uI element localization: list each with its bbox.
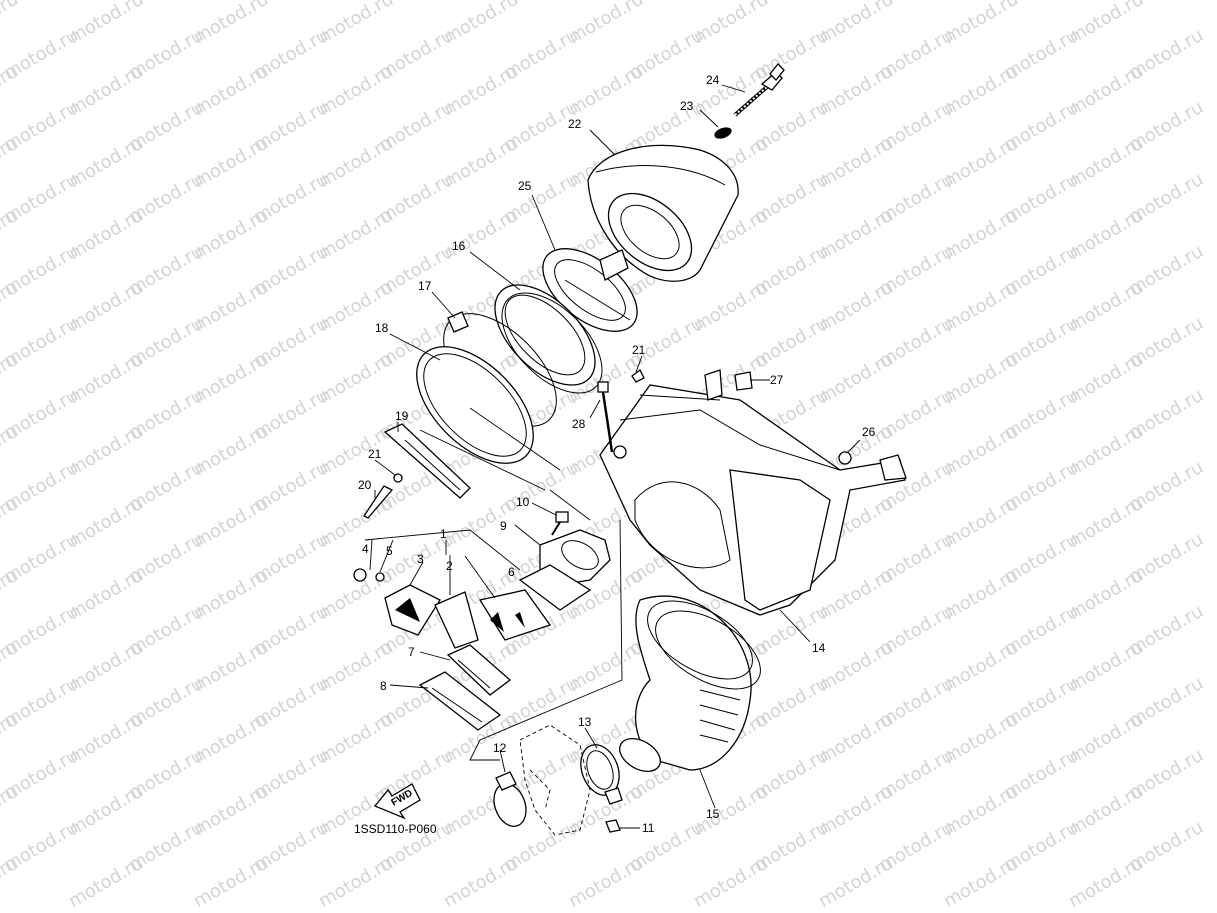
part-23-washer xyxy=(714,127,732,139)
label-6: 6 xyxy=(508,565,515,579)
label-28: 28 xyxy=(572,417,586,431)
label-3: 3 xyxy=(417,552,424,566)
part-8-gasket xyxy=(418,671,502,731)
part-6-reed-valve xyxy=(478,564,592,641)
label-18: 18 xyxy=(375,321,389,335)
label-9: 9 xyxy=(500,519,507,533)
label-8: 8 xyxy=(380,679,387,693)
part-3-reed xyxy=(384,584,441,636)
label-11: 11 xyxy=(642,821,655,835)
fwd-arrow xyxy=(373,783,421,820)
part-11-screw xyxy=(605,819,621,833)
label-21-right: 21 xyxy=(632,343,646,357)
part-21-washer-right xyxy=(631,369,645,383)
label-23: 23 xyxy=(680,99,694,113)
label-27: 27 xyxy=(770,373,784,387)
label-19: 19 xyxy=(395,409,409,423)
part-16-joint xyxy=(494,284,603,394)
label-14: 14 xyxy=(812,641,826,655)
part-20-screw xyxy=(363,485,394,519)
part-19-plate xyxy=(383,423,471,499)
part-24-wing-bolt xyxy=(733,63,785,117)
part-2-reed xyxy=(434,591,479,649)
label-25: 25 xyxy=(518,179,532,193)
label-2: 2 xyxy=(446,559,453,573)
label-24: 24 xyxy=(706,73,720,87)
label-7: 7 xyxy=(408,645,415,659)
part-labels: 24 23 22 25 16 17 18 19 21 20 21 27 26 2… xyxy=(354,73,876,836)
label-4: 4 xyxy=(362,542,369,556)
part-18-seal xyxy=(416,346,534,464)
part-13-clamp xyxy=(580,744,623,805)
label-21-left: 21 xyxy=(368,447,382,461)
part-12-hose-clamp xyxy=(493,771,527,827)
label-10: 10 xyxy=(516,495,530,509)
label-17: 17 xyxy=(418,279,432,293)
label-5: 5 xyxy=(386,544,393,558)
part-21-washer-left xyxy=(393,473,403,483)
label-22: 22 xyxy=(568,117,582,131)
label-13: 13 xyxy=(578,715,592,729)
part-14-air-box xyxy=(599,369,907,616)
part-10-bolt xyxy=(551,511,569,536)
label-16: 16 xyxy=(452,239,466,253)
part-15-intake-duct xyxy=(619,595,761,773)
label-12: 12 xyxy=(493,741,507,755)
label-26: 26 xyxy=(862,425,876,439)
part-7-gasket xyxy=(446,644,512,696)
label-15: 15 xyxy=(706,807,720,821)
part-27-clip xyxy=(734,371,753,391)
part-5-washer xyxy=(375,572,385,582)
label-1: 1 xyxy=(440,527,447,541)
carburetor-outline xyxy=(519,724,591,836)
part-28-bolt xyxy=(597,381,627,459)
leader-lines xyxy=(364,84,861,829)
part-26-nut xyxy=(838,451,852,465)
label-20: 20 xyxy=(358,478,372,492)
diagram-code: 1SSD110-P060 xyxy=(354,822,437,836)
part-25-filter-guide xyxy=(542,248,638,332)
part-4-screw xyxy=(353,568,367,582)
part-22-air-filter xyxy=(587,144,739,282)
